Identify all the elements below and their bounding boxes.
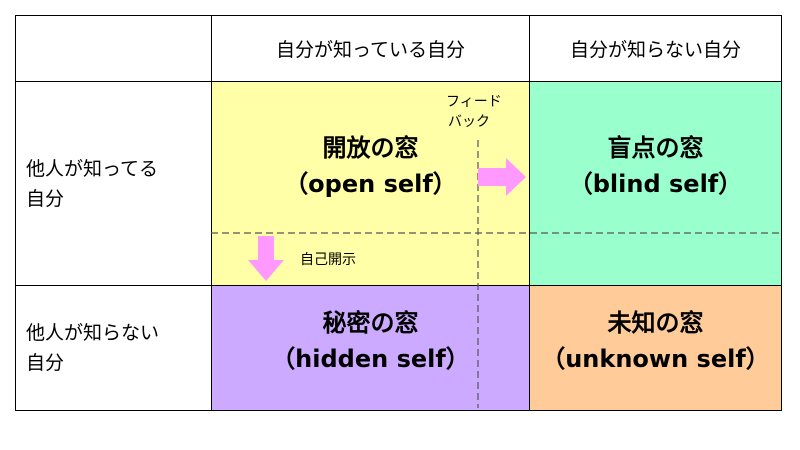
- quadrant-subtitle: （unknown self）: [541, 345, 770, 373]
- quadrant-title: 盲点の窓: [607, 134, 704, 162]
- quadrant-title: 開放の窓: [322, 134, 419, 162]
- row-header-line-2: 自分: [26, 352, 65, 374]
- self-disclosure-label: 自己開示: [300, 252, 356, 268]
- feedback-label-line-2: バック: [448, 114, 490, 130]
- unknown-self-label: 未知の窓 （unknown self）: [529, 305, 782, 377]
- quadrant-subtitle: （hidden self）: [271, 345, 470, 373]
- row-header-line-1: 他人が知ってる: [26, 157, 159, 180]
- self-disclosure-arrow: [248, 236, 284, 281]
- quadrant-subtitle: （blind self）: [568, 170, 743, 198]
- blind-self-quadrant: [529, 81, 782, 286]
- hidden-self-label: 秘密の窓 （hidden self）: [211, 305, 530, 377]
- open-self-label: 開放の窓 （open self）: [211, 130, 530, 202]
- feedback-label-line-1: フィード: [446, 94, 502, 110]
- feedback-label: フィード バック: [446, 92, 502, 132]
- row-header-line-1: 他人が知らない: [26, 322, 160, 344]
- quadrant-title: 秘密の窓: [322, 309, 419, 337]
- blind-self-label: 盲点の窓 （blind self）: [529, 130, 782, 202]
- feedback-arrow: [478, 158, 526, 196]
- unknown-self-quadrant: [529, 285, 782, 411]
- row-header-line-2: 自分: [26, 187, 65, 210]
- quadrant-title: 未知の窓: [607, 309, 704, 337]
- quadrant-subtitle: （open self）: [284, 170, 457, 198]
